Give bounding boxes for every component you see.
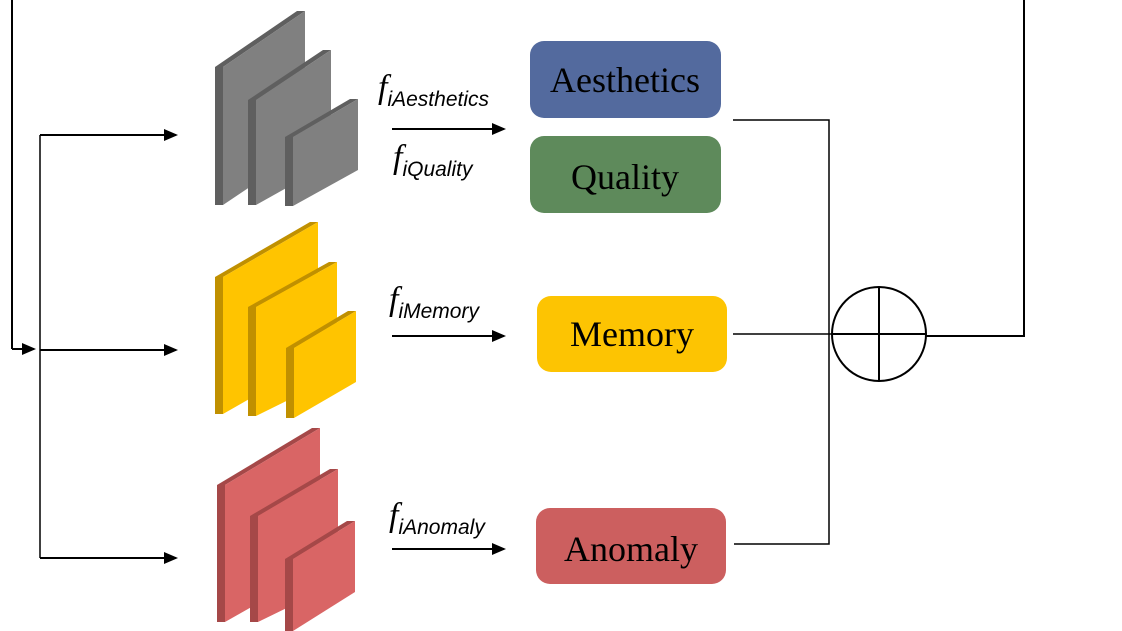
svg-text:fiAnomaly: fiAnomaly: [389, 497, 486, 539]
svg-text:fiMemory: fiMemory: [389, 281, 480, 323]
memory-label: Memory: [570, 314, 694, 354]
anomaly-box: Anomaly: [536, 508, 726, 584]
svg-text:fiQuality: fiQuality: [393, 139, 474, 181]
feature-label-memory: fiMemory: [389, 281, 480, 323]
quality-label: Quality: [571, 157, 679, 197]
feedback-loop: [11, 0, 36, 355]
merge-connector: [733, 119, 832, 545]
feature-label-aesthetics: fiAesthetics: [378, 69, 489, 111]
feature-label-quality: fiQuality: [393, 139, 474, 181]
yellow-feature-stack-icon: [215, 222, 356, 418]
red-feature-stack-icon: [217, 428, 355, 631]
input-split-connector: [39, 129, 178, 564]
circle-plus-icon: [831, 286, 927, 382]
output-feedback-line: [926, 0, 1025, 337]
gray-feature-stack-icon: [215, 11, 358, 206]
aesthetics-box: Aesthetics: [530, 41, 721, 118]
feature-label-anomaly: fiAnomaly: [389, 497, 486, 539]
aesthetics-label: Aesthetics: [550, 60, 700, 100]
anomaly-label: Anomaly: [564, 529, 698, 569]
quality-box: Quality: [530, 136, 721, 213]
svg-text:fiAesthetics: fiAesthetics: [378, 69, 489, 111]
memory-box: Memory: [537, 296, 727, 372]
